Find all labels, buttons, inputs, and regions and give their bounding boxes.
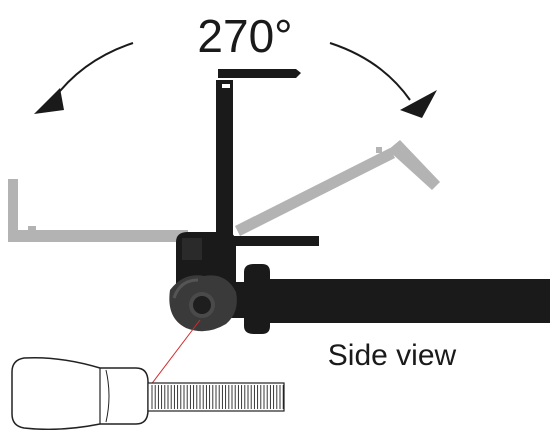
- arm-position-left: [8, 179, 188, 242]
- arrow-right-curved-icon: [329, 42, 437, 118]
- thumb-screw-detail: [11, 356, 285, 430]
- adjustment-knob: [169, 275, 237, 332]
- mounting-bar: [270, 279, 550, 323]
- arm-position-angled: [235, 140, 440, 236]
- arm-position-upright: [216, 69, 319, 246]
- leader-line: [149, 319, 201, 387]
- arrow-left-curved-icon: [34, 42, 134, 114]
- rotation-label: 270°: [197, 10, 292, 62]
- view-label: Side view: [328, 339, 457, 372]
